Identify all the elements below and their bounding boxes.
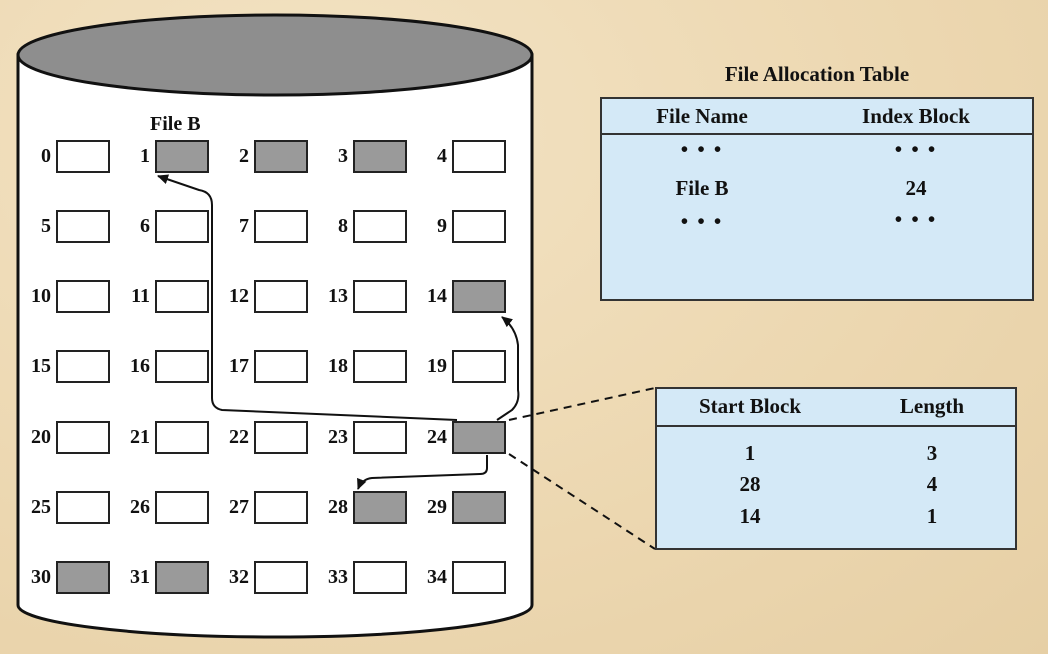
index-row-1-start: 1 [744, 441, 756, 465]
block-number-label: 10 [31, 285, 51, 307]
block-number-label: 12 [229, 285, 249, 307]
block-number-label: 13 [328, 285, 348, 307]
allocated-block [452, 421, 506, 454]
block-number-label: 32 [229, 566, 249, 588]
index-row-1-length: 3 [926, 441, 938, 465]
index-block-table: Start Block Length 1 3 28 4 14 1 [655, 387, 1017, 550]
index-row-3-start: 14 [739, 504, 761, 528]
block-number-label: 1 [140, 145, 150, 167]
block-number-label: 17 [229, 355, 249, 377]
free-block [56, 350, 110, 383]
index-header-row: Start Block Length [657, 389, 1015, 427]
block-number-label: 11 [131, 285, 150, 307]
fat-title: File Allocation Table [724, 62, 910, 86]
free-block [56, 210, 110, 243]
free-block [452, 350, 506, 383]
block-number-label: 8 [338, 215, 348, 237]
allocated-block [452, 491, 506, 524]
block-number-label: 19 [427, 355, 447, 377]
free-block [254, 350, 308, 383]
free-block [155, 491, 209, 524]
index-header-length: Length [899, 394, 965, 418]
free-block [155, 350, 209, 383]
block-number-label: 26 [130, 496, 150, 518]
free-block [452, 140, 506, 173]
allocated-block [353, 491, 407, 524]
block-number-label: 34 [427, 566, 447, 588]
block-number-label: 27 [229, 496, 249, 518]
free-block [353, 280, 407, 313]
block-number-label: 16 [130, 355, 150, 377]
free-block [56, 140, 110, 173]
block-number-label: 14 [427, 285, 447, 307]
free-block [56, 421, 110, 454]
file-allocation-table: File Name Index Block • • • • • • File B… [600, 97, 1034, 301]
index-row-2-start: 28 [739, 472, 761, 496]
fat-header-file-name: File Name [656, 104, 748, 128]
allocated-block [155, 140, 209, 173]
free-block [452, 210, 506, 243]
block-number-label: 23 [328, 426, 348, 448]
fat-header-row: File Name Index Block [602, 99, 1032, 135]
allocated-block [353, 140, 407, 173]
block-number-label: 2 [239, 145, 249, 167]
pointer-to-block-14 [496, 316, 520, 421]
index-link-bottom [508, 453, 656, 550]
block-number-label: 20 [31, 426, 51, 448]
pointer-to-block-1 [157, 174, 458, 421]
block-number-label: 24 [427, 426, 447, 448]
block-number-label: 22 [229, 426, 249, 448]
block-number-label: 7 [239, 215, 249, 237]
free-block [56, 280, 110, 313]
block-number-label: 30 [31, 566, 51, 588]
free-block [353, 421, 407, 454]
block-number-label: 25 [31, 496, 51, 518]
block-number-label: 3 [338, 145, 348, 167]
free-block [353, 561, 407, 594]
file-b-label: File B [150, 113, 201, 135]
fat-row-1-name: • • • [680, 137, 724, 161]
free-block [155, 280, 209, 313]
free-block [56, 491, 110, 524]
block-number-label: 31 [130, 566, 150, 588]
index-row-3-length: 1 [926, 504, 938, 528]
fat-row-1-index: • • • [894, 137, 938, 161]
free-block [353, 210, 407, 243]
allocated-block [452, 280, 506, 313]
allocated-block [56, 561, 110, 594]
block-number-label: 6 [140, 215, 150, 237]
block-number-label: 33 [328, 566, 348, 588]
free-block [254, 491, 308, 524]
allocated-block [155, 561, 209, 594]
free-block [254, 561, 308, 594]
block-number-label: 21 [130, 426, 150, 448]
pointer-to-block-28 [357, 455, 488, 490]
free-block [155, 210, 209, 243]
block-number-label: 0 [41, 145, 51, 167]
fat-row-2-index: 24 [905, 176, 927, 200]
index-header-start-block: Start Block [698, 394, 802, 418]
index-row-2-length: 4 [926, 472, 938, 496]
index-link-top [508, 387, 656, 421]
block-number-label: 29 [427, 496, 447, 518]
free-block [353, 350, 407, 383]
free-block [254, 421, 308, 454]
allocated-block [254, 140, 308, 173]
block-number-label: 4 [437, 145, 447, 167]
block-number-label: 15 [31, 355, 51, 377]
free-block [452, 561, 506, 594]
fat-row-2-name: File B [675, 176, 729, 200]
block-number-label: 9 [437, 215, 447, 237]
fat-row-3-index: • • • [894, 207, 938, 231]
free-block [254, 280, 308, 313]
block-number-label: 18 [328, 355, 348, 377]
disk-top [16, 13, 534, 97]
fat-header-index-block: Index Block [862, 104, 970, 128]
free-block [155, 421, 209, 454]
fat-row-3-name: • • • [680, 209, 724, 233]
block-number-label: 28 [328, 496, 348, 518]
block-number-label: 5 [41, 215, 51, 237]
free-block [254, 210, 308, 243]
